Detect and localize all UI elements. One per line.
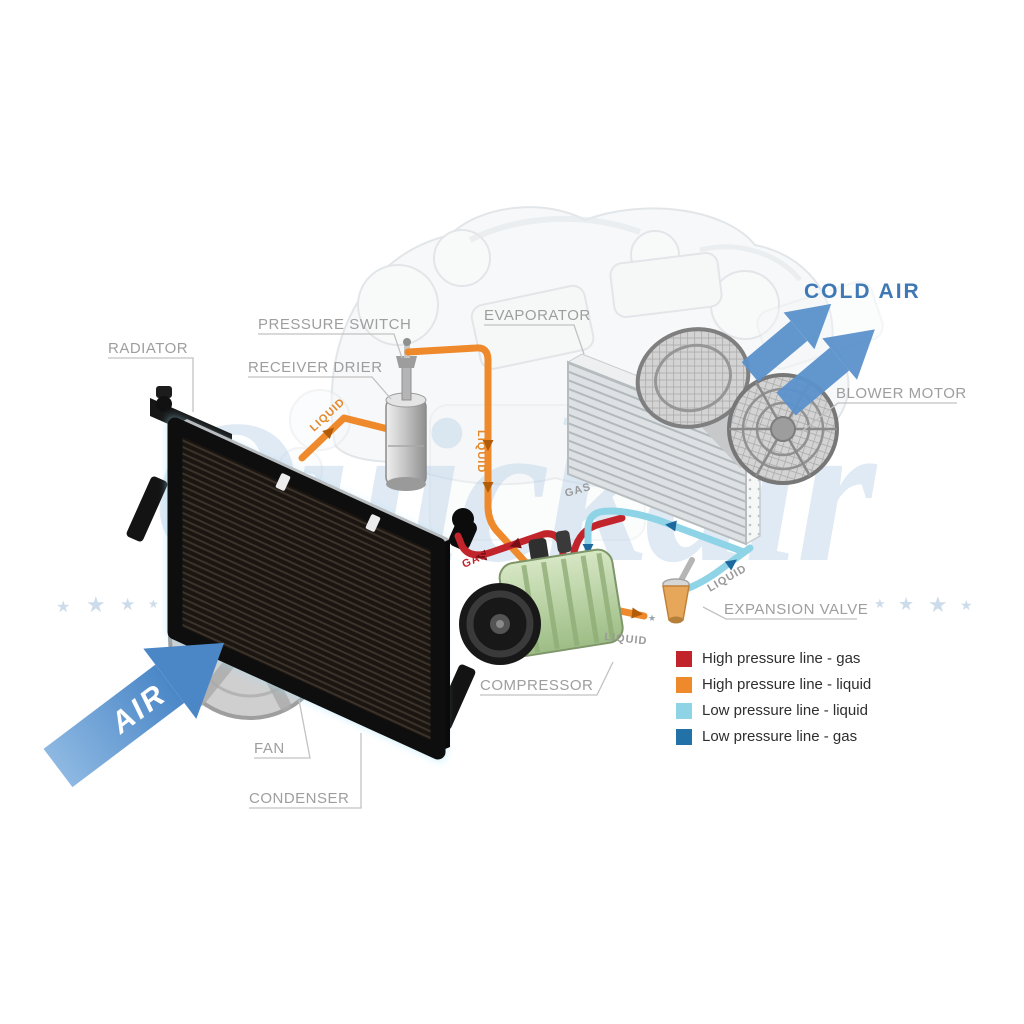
condenser-clip <box>275 473 291 491</box>
radiator-leader-line <box>108 357 194 412</box>
condenser-leader-line <box>249 733 362 809</box>
pressure-switch-label: PRESSURE SWITCH <box>258 316 412 333</box>
star-icon: ★ <box>86 592 106 617</box>
legend-label: Low pressure line - liquid <box>702 702 868 719</box>
fan-label: FAN <box>254 740 285 757</box>
expansion-valve-label: EXPANSION VALVE <box>724 601 869 618</box>
receiver-drier <box>385 392 427 491</box>
blower-motor-label: BLOWER MOTOR <box>836 385 967 402</box>
star-icon: ★ <box>960 597 973 613</box>
compressor-leader-line <box>480 661 614 696</box>
condenser-label: CONDENSER <box>249 790 350 807</box>
legend: High pressure line - gas High pressure l… <box>676 650 871 754</box>
cold-air-arrow-icon <box>741 303 832 382</box>
condenser <box>167 416 477 761</box>
evaporator-leader-line <box>484 324 585 355</box>
star-icon: ★ <box>928 592 948 617</box>
legend-item: High pressure line - liquid <box>676 676 871 693</box>
liquid-line-label: LIQUID <box>475 430 487 473</box>
condenser-core <box>167 417 446 760</box>
expansion-valve-leader-line <box>702 606 857 620</box>
expansion-valve <box>662 557 695 624</box>
legend-swatch-low-pressure-liquid <box>676 702 692 719</box>
cold-air-label: COLD AIR <box>804 280 921 303</box>
receiver-drier-leader-line <box>248 376 392 400</box>
watermark-stars: ★ ★ ★ ★ ★ ★ ★ ★ ★ ★ <box>56 592 973 623</box>
radiator-bracket <box>126 476 168 542</box>
legend-item: Low pressure line - liquid <box>676 702 871 719</box>
legend-label: High pressure line - liquid <box>702 676 872 693</box>
star-icon: ★ <box>148 597 159 611</box>
legend-item: High pressure line - gas <box>676 650 871 667</box>
radiator-label: RADIATOR <box>108 340 189 357</box>
cold-air-arrows <box>741 303 875 416</box>
engine-ghost-illustration <box>277 206 884 541</box>
cold-air-arrow-icon <box>776 329 875 416</box>
compressor <box>459 530 624 665</box>
receiver-drier-label: RECEIVER DRIER <box>248 359 383 376</box>
legend-label: High pressure line - gas <box>702 650 861 667</box>
star-icon: ★ <box>898 594 914 614</box>
low-pressure-gas-line-evaporator-to-compressor <box>582 507 748 560</box>
legend-swatch-low-pressure-gas <box>676 728 692 745</box>
evaporator-label: EVAPORATOR <box>484 307 591 324</box>
pressure-switch-leader-line <box>258 333 403 359</box>
radiator-filler-cap <box>156 386 172 398</box>
star-icon: ★ <box>56 599 70 616</box>
legend-swatch-high-pressure-liquid <box>676 676 692 693</box>
blower-motor-leader-line <box>800 402 957 433</box>
star-icon: ★ <box>120 595 135 614</box>
legend-item: Low pressure line - gas <box>676 728 871 745</box>
high-pressure-liquid-line-condenser-to-drier <box>298 414 396 462</box>
label-leader-lines <box>108 324 957 809</box>
condenser-clip <box>365 514 381 532</box>
compressor-label: COMPRESSOR <box>480 677 594 694</box>
star-icon: ★ <box>648 613 656 623</box>
legend-swatch-high-pressure-gas <box>676 650 692 667</box>
star-icon: ★ <box>874 596 886 611</box>
fan-leader-line <box>254 699 311 759</box>
legend-label: Low pressure line - gas <box>702 728 858 745</box>
liquid-line-label: LIQUID <box>604 631 648 647</box>
